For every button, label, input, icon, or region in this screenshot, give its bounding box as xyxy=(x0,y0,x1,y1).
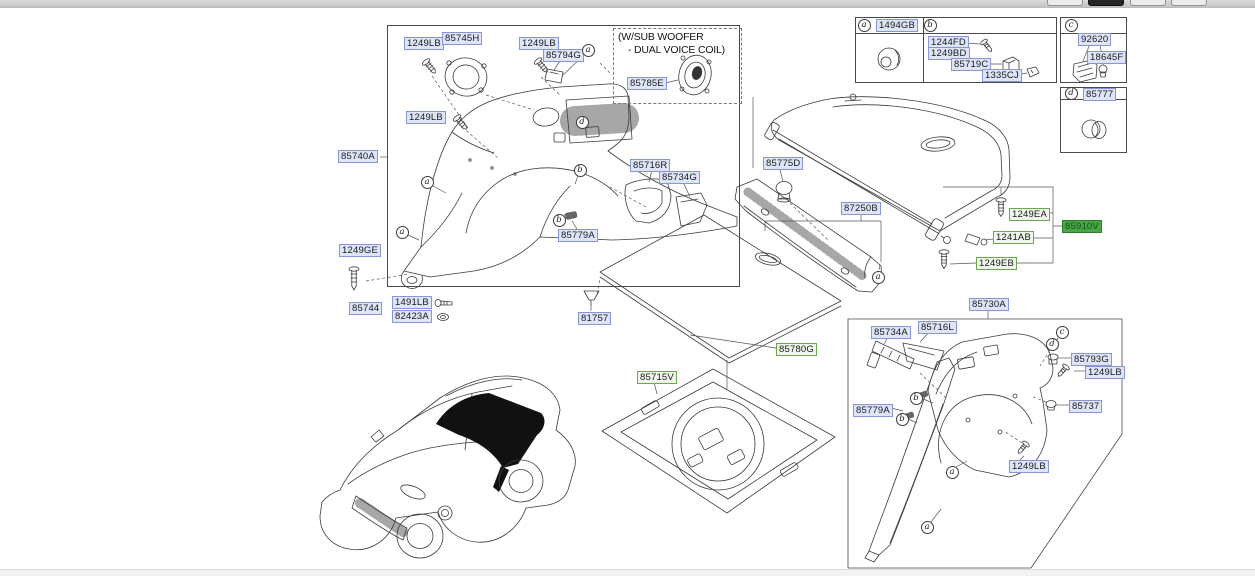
callout-d: d xyxy=(1064,86,1078,100)
part-label-85794G[interactable]: 85794G xyxy=(543,49,585,62)
part-label-85793G[interactable]: 85793G xyxy=(1071,353,1113,366)
part-label-1491LB[interactable]: 1491LB xyxy=(392,296,432,309)
callout-b: b xyxy=(923,18,937,32)
part-label-85744[interactable]: 85744 xyxy=(349,302,383,315)
part-label-1335CJ[interactable]: 1335CJ xyxy=(982,69,1022,82)
part-label-85779A-1[interactable]: 85779A xyxy=(558,229,598,242)
part-label-85910V[interactable]: 85910V xyxy=(1062,220,1102,233)
top-toolbar xyxy=(0,0,1255,8)
part-label-85777[interactable]: 85777 xyxy=(1083,88,1117,101)
part-label-85745H[interactable]: 85745H xyxy=(442,32,483,45)
part-label-85734G[interactable]: 85734G xyxy=(659,171,701,184)
part-label-1249LB-4[interactable]: 1249LB xyxy=(1085,366,1125,379)
part-label-1249LB-2[interactable]: 1249LB xyxy=(519,37,559,50)
toolbar-button-3[interactable] xyxy=(1130,0,1166,6)
part-label-1494GB[interactable]: 1494GB xyxy=(876,19,919,32)
part-label-85715V[interactable]: 85715V xyxy=(637,371,677,384)
part-label-85737[interactable]: 85737 xyxy=(1069,400,1103,413)
callout-b: b xyxy=(895,412,909,426)
callout-a: a xyxy=(857,18,871,32)
legend-table-ab xyxy=(855,17,1057,83)
part-label-85785E[interactable]: 85785E xyxy=(627,77,667,90)
subwoofer-note-line1: (W/SUB WOOFER xyxy=(618,31,704,43)
part-label-1249BD[interactable]: 1249BD xyxy=(928,47,970,60)
callout-a: a xyxy=(395,225,409,239)
toolbar-button-2[interactable] xyxy=(1088,0,1124,6)
subwoofer-note-box xyxy=(613,28,742,104)
part-label-92620[interactable]: 92620 xyxy=(1078,33,1112,46)
callout-b: b xyxy=(573,163,587,177)
toolbar-button-1[interactable] xyxy=(1047,0,1083,6)
bottom-scroll-strip[interactable] xyxy=(0,569,1255,576)
callout-c: c xyxy=(1055,325,1069,339)
callout-d: d xyxy=(1045,337,1059,351)
callout-d: d xyxy=(575,115,589,129)
part-label-85730A[interactable]: 85730A xyxy=(969,298,1009,311)
part-label-82423A[interactable]: 82423A xyxy=(392,310,432,323)
part-label-1249LB-1[interactable]: 1249LB xyxy=(404,37,444,50)
callout-a: a xyxy=(920,520,934,534)
quarter-trim-rh-frame xyxy=(847,318,1123,569)
part-label-85716L[interactable]: 85716L xyxy=(918,321,957,334)
part-label-1249LB-5[interactable]: 1249LB xyxy=(1009,460,1049,473)
callout-a: a xyxy=(581,43,595,57)
part-label-87250B[interactable]: 87250B xyxy=(841,202,881,215)
part-label-1249LB-3[interactable]: 1249LB xyxy=(406,111,446,124)
subwoofer-note: (W/SUB WOOFER - DUAL VOICE COIL) xyxy=(618,31,742,57)
part-label-85775D[interactable]: 85775D xyxy=(763,157,804,170)
callout-b: b xyxy=(552,213,566,227)
part-label-1249EB[interactable]: 1249EB xyxy=(976,257,1018,270)
part-label-85719C[interactable]: 85719C xyxy=(951,58,992,71)
part-label-85740A[interactable]: 85740A xyxy=(338,150,378,163)
part-label-18645F[interactable]: 18645F xyxy=(1087,51,1127,64)
main-figure-frame xyxy=(387,25,740,287)
part-label-85779A-2[interactable]: 85779A xyxy=(853,404,893,417)
legend-column-divider xyxy=(923,18,924,82)
part-label-81757[interactable]: 81757 xyxy=(578,312,612,325)
legend-header-divider xyxy=(856,33,1056,34)
part-label-1249EA[interactable]: 1249EA xyxy=(1009,208,1051,221)
part-label-1241AB[interactable]: 1241AB xyxy=(993,231,1035,244)
toolbar-button-4[interactable] xyxy=(1171,0,1207,6)
part-label-85716R[interactable]: 85716R xyxy=(630,159,671,172)
part-label-85734A[interactable]: 85734A xyxy=(871,326,911,339)
callout-a: a xyxy=(871,270,885,284)
callout-c: c xyxy=(1064,18,1078,32)
part-label-85780G[interactable]: 85780G xyxy=(776,343,818,356)
callout-b: b xyxy=(909,391,923,405)
callout-a: a xyxy=(420,175,434,189)
subwoofer-note-line2: - DUAL VOICE COIL) xyxy=(628,44,725,56)
part-label-1249GE[interactable]: 1249GE xyxy=(339,244,382,257)
callout-a: a xyxy=(945,465,959,479)
